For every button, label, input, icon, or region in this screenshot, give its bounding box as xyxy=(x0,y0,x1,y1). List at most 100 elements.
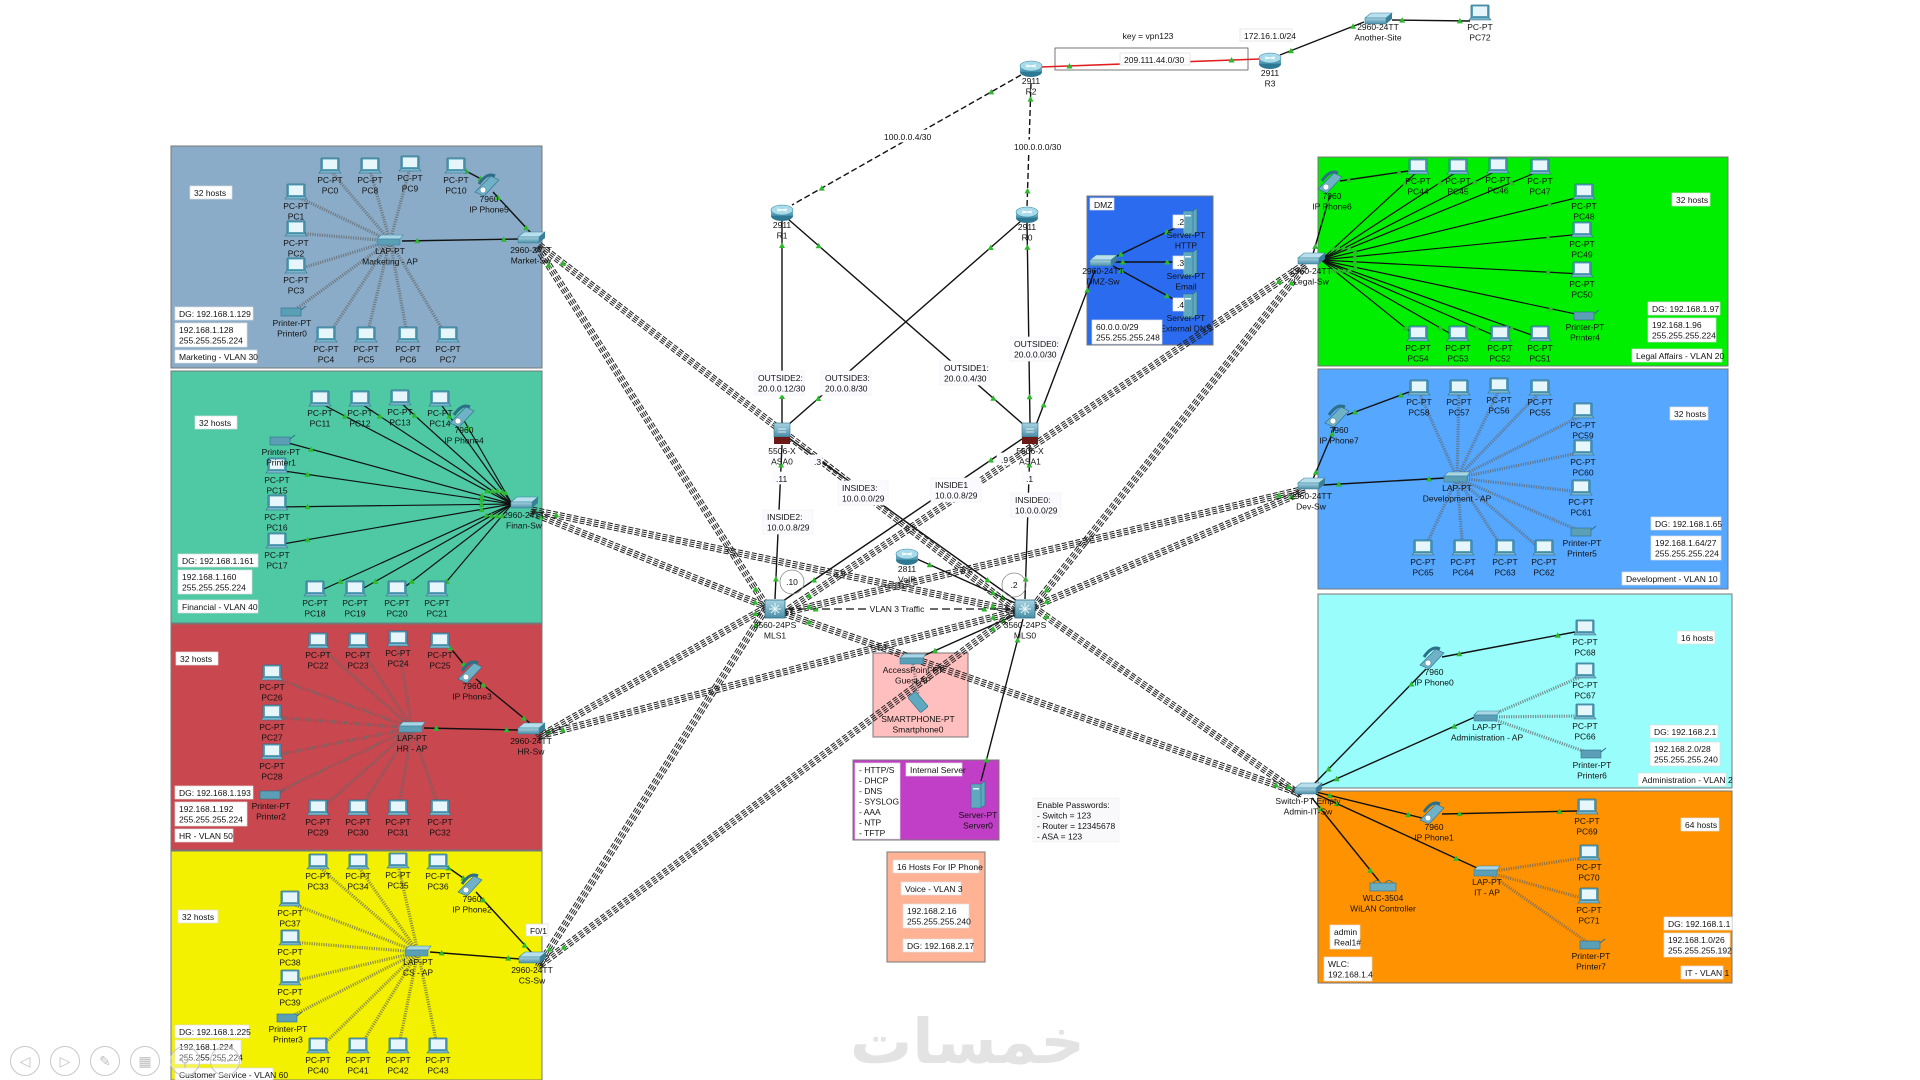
pc-pc40[interactable] xyxy=(306,1037,330,1054)
ip-phone5[interactable] xyxy=(474,173,500,197)
pc-pc30[interactable] xyxy=(346,799,370,816)
pc-pc18[interactable] xyxy=(303,580,327,597)
etherchannel-trunk[interactable] xyxy=(1031,487,1305,605)
access-link[interactable] xyxy=(396,503,513,594)
dmz-http-link[interactable] xyxy=(1112,227,1176,259)
access-link[interactable] xyxy=(1320,195,1585,261)
access-link[interactable] xyxy=(276,469,513,505)
hr-ap-switch-link[interactable] xyxy=(423,727,520,731)
pc-pc29[interactable] xyxy=(306,799,330,816)
access-link[interactable] xyxy=(276,503,513,546)
pc-pc48[interactable] xyxy=(1572,183,1596,200)
access-link[interactable] xyxy=(439,402,513,505)
etherchannel-trunk[interactable] xyxy=(783,611,1303,794)
pc-pc28[interactable] xyxy=(260,743,284,760)
pc-pc58[interactable] xyxy=(1407,379,1431,396)
pc-pc26[interactable] xyxy=(260,664,284,681)
router-r3[interactable] xyxy=(1258,52,1282,69)
printer5[interactable] xyxy=(1570,525,1597,537)
pc-pc1[interactable] xyxy=(284,183,308,200)
etherchannel-trunk[interactable] xyxy=(1033,491,1306,609)
dev-sw[interactable] xyxy=(1297,477,1326,490)
etherchannel-trunk[interactable] xyxy=(536,606,767,967)
dmz-switch[interactable] xyxy=(1089,254,1118,267)
pc-pc70[interactable] xyxy=(1577,844,1601,861)
pc-pc64[interactable] xyxy=(1451,539,1475,556)
etherchannel-trunk[interactable] xyxy=(535,603,766,736)
pc-pc57[interactable] xyxy=(1447,379,1471,396)
etherchannel-trunk[interactable] xyxy=(532,508,1018,611)
pc-pc19[interactable] xyxy=(343,580,367,597)
dev-sw-ap-link[interactable] xyxy=(1322,477,1446,486)
etherchannel-trunk[interactable] xyxy=(782,262,1305,613)
dmz-server-email[interactable] xyxy=(1182,248,1198,277)
access-link[interactable] xyxy=(461,416,513,505)
access-link[interactable] xyxy=(1320,259,1541,339)
legal-sw[interactable] xyxy=(1297,252,1326,265)
etherchannel-trunk[interactable] xyxy=(1033,605,1303,796)
pc-pc4[interactable] xyxy=(314,326,338,343)
development-ap[interactable] xyxy=(1443,471,1471,483)
cs-ap[interactable] xyxy=(404,945,432,957)
router-r2[interactable] xyxy=(1019,60,1043,77)
etherchannel-trunk[interactable] xyxy=(1031,265,1305,607)
pc-pc9[interactable] xyxy=(398,155,422,172)
pc-pc10[interactable] xyxy=(444,157,468,174)
pc-pc16[interactable] xyxy=(265,494,289,511)
ip-phone7[interactable] xyxy=(1324,404,1350,428)
pc-pc38[interactable] xyxy=(278,929,302,946)
etherchannel-trunk[interactable] xyxy=(538,609,769,742)
phone0-pc68-link[interactable] xyxy=(1441,631,1576,658)
etherchannel-trunk[interactable] xyxy=(541,613,1020,968)
etherchannel-trunk[interactable] xyxy=(539,609,1017,965)
pc-pc43[interactable] xyxy=(426,1037,450,1054)
guest-ap[interactable] xyxy=(899,653,927,665)
access-link[interactable] xyxy=(1320,259,1501,339)
pc-pc35[interactable] xyxy=(386,852,410,869)
more-button[interactable]: ••• xyxy=(210,1046,240,1076)
pc-pc63[interactable] xyxy=(1493,539,1517,556)
etherchannel-trunk[interactable] xyxy=(782,487,1305,613)
etherchannel-trunk[interactable] xyxy=(535,605,765,966)
etherchannel-trunk[interactable] xyxy=(540,611,1018,967)
dmz-server-external-dns[interactable] xyxy=(1182,290,1198,319)
pc-pc41[interactable] xyxy=(346,1037,370,1054)
another-site-switch[interactable] xyxy=(1364,12,1393,25)
printer3[interactable] xyxy=(276,1011,303,1023)
pc-pc32[interactable] xyxy=(428,799,452,816)
etherchannel-trunk[interactable] xyxy=(781,615,1302,798)
pc-pc15[interactable] xyxy=(265,457,289,474)
pc-pc7[interactable] xyxy=(436,326,460,343)
pc-pc60[interactable] xyxy=(1571,439,1595,456)
etherchannel-trunk[interactable] xyxy=(1033,266,1307,608)
pc-pc31[interactable] xyxy=(386,799,410,816)
etherchannel-trunk[interactable] xyxy=(530,508,769,605)
etherchannel-trunk[interactable] xyxy=(539,613,1018,740)
pc-pc20[interactable] xyxy=(385,580,409,597)
access-link[interactable] xyxy=(1320,259,1459,339)
pc-pc66[interactable] xyxy=(1573,703,1597,720)
mls0-switch[interactable] xyxy=(1014,599,1036,619)
access-link[interactable] xyxy=(280,440,513,505)
pc-pc44[interactable] xyxy=(1406,158,1430,175)
pc-pc68[interactable] xyxy=(1573,619,1597,636)
pc-pc33[interactable] xyxy=(306,853,330,870)
pc-pc39[interactable] xyxy=(278,969,302,986)
access-link[interactable] xyxy=(1320,233,1583,261)
etherchannel-trunk[interactable] xyxy=(538,607,769,968)
pc-pc69[interactable] xyxy=(1575,798,1599,815)
pc-pc54[interactable] xyxy=(1406,325,1430,342)
etherchannel-trunk[interactable] xyxy=(537,607,768,740)
pc-pc22[interactable] xyxy=(306,632,330,649)
etherchannel-trunk[interactable] xyxy=(528,514,767,611)
printer1[interactable] xyxy=(269,434,296,446)
access-link[interactable] xyxy=(359,402,513,505)
admin-sw-ap-link[interactable] xyxy=(1315,716,1476,789)
r3-another-site-link[interactable] xyxy=(1279,21,1365,56)
pc-pc53[interactable] xyxy=(1446,325,1470,342)
etherchannel-trunk[interactable] xyxy=(1030,263,1304,606)
mls0-server0-link[interactable] xyxy=(980,618,1024,782)
pc-pc36[interactable] xyxy=(426,853,450,870)
pc-pc46[interactable] xyxy=(1486,157,1510,174)
router-r1[interactable] xyxy=(770,204,794,221)
